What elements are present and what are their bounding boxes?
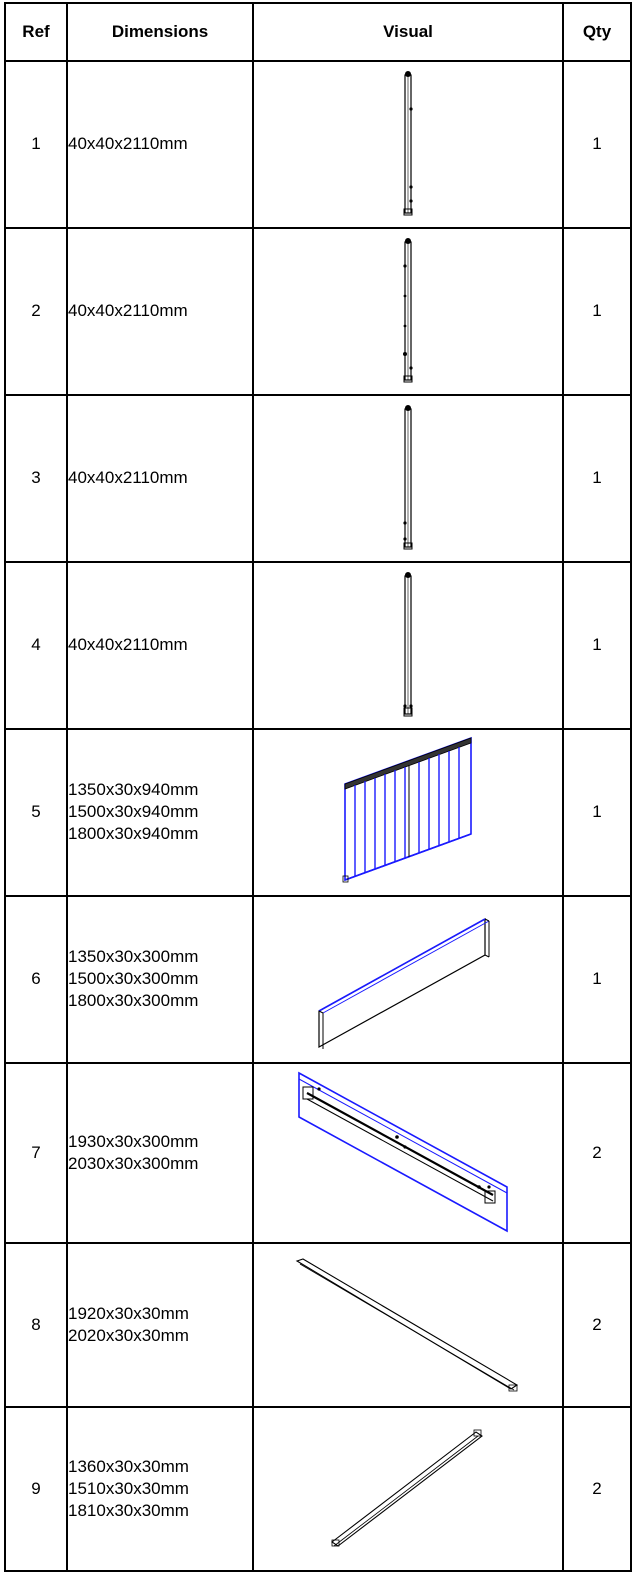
dimensions-cell: 1350x30x300mm 1500x30x300mm 1800x30x300m… bbox=[66, 894, 254, 1064]
dimensions-cell: 1920x30x30mm 2020x30x30mm bbox=[66, 1242, 254, 1408]
table-row: 1 40x40x2110mm 1 bbox=[4, 60, 632, 229]
visual-cell bbox=[252, 727, 564, 897]
table-row: 6 1350x30x300mm 1500x30x300mm 1800x30x30… bbox=[4, 894, 632, 1064]
table-row: 9 1360x30x30mm 1510x30x30mm 1810x30x30mm… bbox=[4, 1406, 632, 1572]
table-row: 5 1350x30x940mm 1500x30x940mm 1800x30x94… bbox=[4, 727, 632, 897]
ref-cell: 2 bbox=[4, 226, 68, 396]
ref-cell: 5 bbox=[4, 727, 68, 897]
visual-cell bbox=[252, 393, 564, 563]
qty-cell: 1 bbox=[562, 226, 632, 396]
dimension-line: 1800x30x940mm bbox=[68, 824, 199, 844]
dimension-line: 1930x30x300mm bbox=[68, 1131, 199, 1151]
qty-cell: 1 bbox=[562, 894, 632, 1064]
table-row: 4 40x40x2110mm 1 bbox=[4, 560, 632, 730]
dimension-line: 40x40x2110mm bbox=[68, 468, 188, 488]
header-ref: Ref bbox=[4, 2, 68, 62]
ref-cell: 7 bbox=[4, 1061, 68, 1245]
dimension-line: 1510x30x30mm bbox=[68, 1479, 189, 1498]
ref-cell: 3 bbox=[4, 393, 68, 563]
qty-cell: 1 bbox=[562, 560, 632, 730]
dimensions-cell: 1930x30x300mm 2030x30x300mm bbox=[66, 1061, 254, 1245]
post-drawing bbox=[403, 238, 413, 383]
qty-cell: 2 bbox=[562, 1406, 632, 1572]
visual-cell bbox=[252, 1061, 564, 1245]
dimensions-cell: 40x40x2110mm bbox=[66, 226, 254, 396]
dimensions-cell: 1350x30x940mm 1500x30x940mm 1800x30x940m… bbox=[66, 727, 254, 897]
visual-cell bbox=[252, 60, 564, 229]
header-qty: Qty bbox=[562, 2, 632, 62]
dimension-line: 40x40x2110mm bbox=[68, 635, 188, 655]
slatted-panel-drawing bbox=[342, 737, 472, 883]
dimension-line: 2020x30x30mm bbox=[68, 1326, 189, 1346]
qty-cell: 2 bbox=[562, 1242, 632, 1408]
ref-cell: 8 bbox=[4, 1242, 68, 1408]
dimensions-cell: 1360x30x30mm 1510x30x30mm 1810x30x30mm bbox=[66, 1406, 254, 1572]
qty-cell: 1 bbox=[562, 60, 632, 229]
table-row: 8 1920x30x30mm 2020x30x30mm 2 bbox=[4, 1242, 632, 1408]
table-row: 2 40x40x2110mm 1 bbox=[4, 226, 632, 396]
visual-cell bbox=[252, 894, 564, 1064]
dimension-line: 1920x30x30mm bbox=[68, 1304, 189, 1324]
dimension-line: 1800x30x300mm bbox=[68, 991, 199, 1011]
dimension-line: 1360x30x30mm bbox=[68, 1457, 189, 1476]
visual-cell bbox=[252, 226, 564, 396]
visual-cell bbox=[252, 1406, 564, 1572]
rail-board-drawing bbox=[298, 1071, 508, 1233]
short-bar-drawing bbox=[331, 1429, 483, 1547]
ref-cell: 9 bbox=[4, 1406, 68, 1572]
dimension-line: 40x40x2110mm bbox=[68, 301, 188, 321]
qty-cell: 1 bbox=[562, 393, 632, 563]
ref-cell: 1 bbox=[4, 60, 68, 229]
qty-cell: 1 bbox=[562, 727, 632, 897]
dimension-line: 1810x30x30mm bbox=[68, 1501, 189, 1520]
parts-table: Ref Dimensions Visual Qty 1 40x40x2110mm bbox=[4, 2, 632, 1572]
dimension-line: 40x40x2110mm bbox=[68, 134, 188, 154]
long-bar-drawing bbox=[295, 1258, 519, 1392]
post-drawing bbox=[403, 572, 413, 717]
board-drawing bbox=[318, 918, 490, 1050]
post-drawing bbox=[403, 71, 413, 216]
dimensions-cell: 40x40x2110mm bbox=[66, 393, 254, 563]
dimension-line: 1350x30x940mm bbox=[68, 780, 199, 800]
visual-cell bbox=[252, 560, 564, 730]
dimensions-cell: 40x40x2110mm bbox=[66, 560, 254, 730]
visual-cell bbox=[252, 1242, 564, 1408]
header-visual: Visual bbox=[252, 2, 564, 62]
ref-cell: 4 bbox=[4, 560, 68, 730]
table-row: 3 40x40x2110mm 1 bbox=[4, 393, 632, 563]
qty-cell: 2 bbox=[562, 1061, 632, 1245]
dimension-line: 1500x30x300mm bbox=[68, 969, 199, 989]
dimension-line: 2030x30x300mm bbox=[68, 1153, 199, 1173]
dimension-line: 1500x30x940mm bbox=[68, 802, 199, 822]
header-dimensions: Dimensions bbox=[66, 2, 254, 62]
post-drawing bbox=[403, 405, 413, 550]
dimension-line: 1350x30x300mm bbox=[68, 947, 199, 967]
table-row: 7 1930x30x300mm 2030x30x300mm bbox=[4, 1061, 632, 1245]
dimensions-cell: 40x40x2110mm bbox=[66, 60, 254, 229]
ref-cell: 6 bbox=[4, 894, 68, 1064]
header-row: Ref Dimensions Visual Qty bbox=[4, 2, 632, 62]
